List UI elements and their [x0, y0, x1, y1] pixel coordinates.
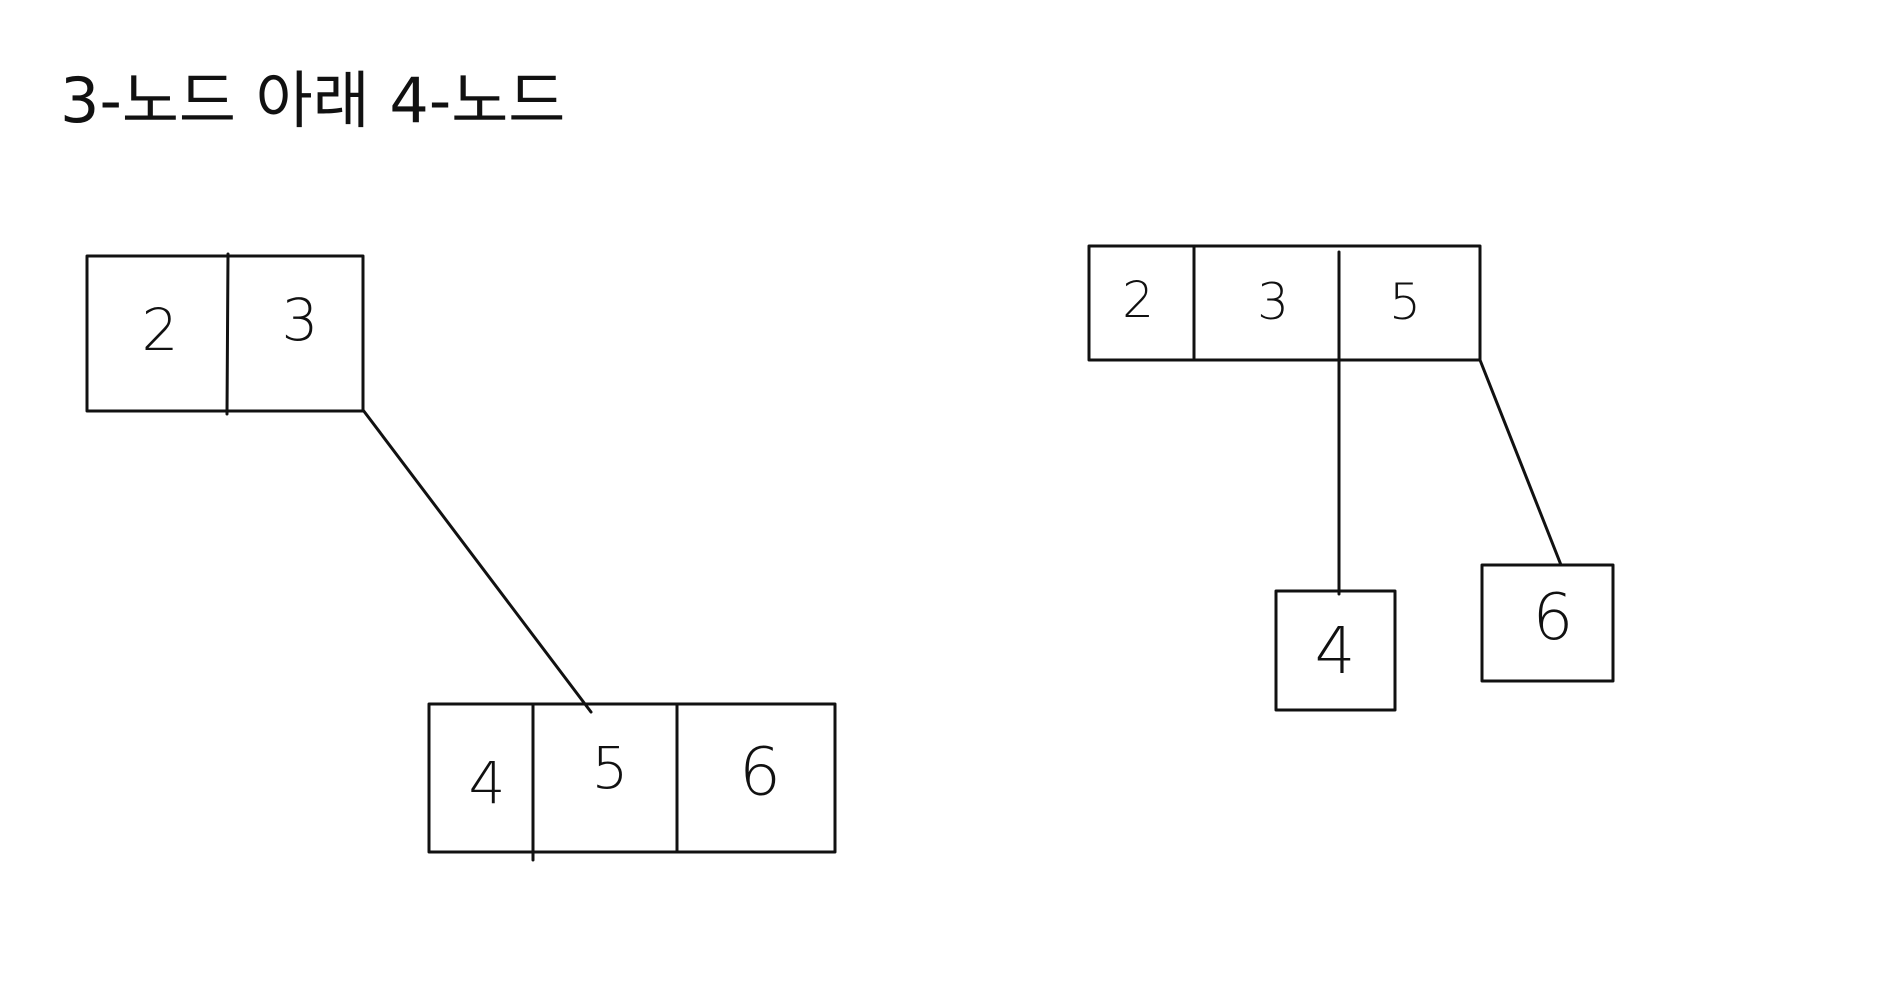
left-child-key-3: 6	[739, 734, 781, 811]
left-child-key-1: 4	[469, 749, 506, 817]
left-child-key-2: 5	[592, 734, 629, 802]
left-root-key-2: 3	[282, 286, 319, 354]
right-edge-right	[1478, 358, 1563, 567]
right-child-left-key: 4	[1315, 615, 1356, 689]
right-child-right-box	[1480, 563, 1615, 683]
left-edge	[361, 408, 593, 714]
left-root-divider	[225, 252, 230, 416]
left-root-key-1: 2	[142, 296, 179, 364]
left-tree: 2 3 4 5 6	[85, 252, 837, 862]
left-child-box	[427, 702, 837, 854]
right-child-right-node: 6	[1480, 563, 1615, 683]
right-root-box	[1087, 244, 1482, 362]
heading-text: 3-노드 아래 4-노드	[60, 64, 565, 137]
right-child-right-key: 6	[1533, 581, 1574, 655]
right-tree: 2 3 5 4 6	[1087, 244, 1615, 712]
right-root-key-3: 5	[1389, 273, 1421, 331]
right-child-left-node: 4	[1274, 589, 1397, 712]
right-root-node: 2 3 5	[1087, 244, 1482, 362]
left-root-node: 2 3	[85, 252, 365, 416]
right-root-key-1: 2	[1122, 271, 1154, 329]
left-root-box	[85, 254, 365, 413]
left-child-node: 4 5 6	[427, 702, 837, 862]
right-child-left-box	[1274, 589, 1397, 712]
right-root-key-2: 3	[1257, 273, 1289, 331]
